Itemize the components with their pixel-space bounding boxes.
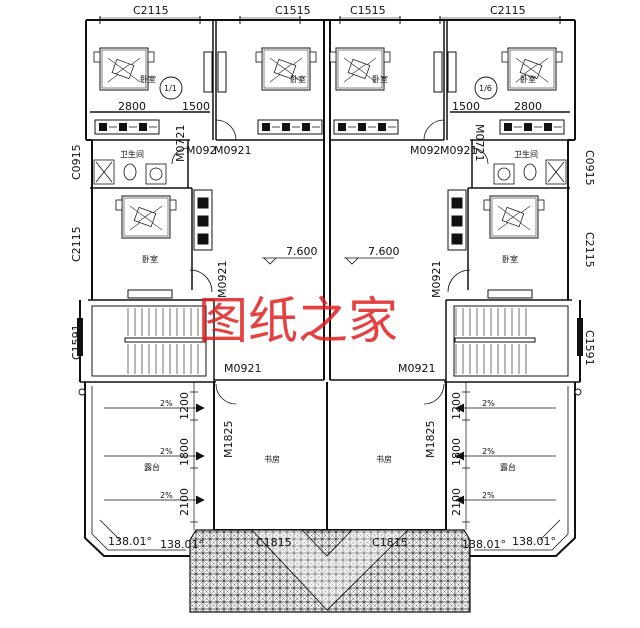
label-door-left-b: M0921 bbox=[214, 144, 252, 157]
room-study-right: 书房 bbox=[376, 454, 392, 464]
room-bedroom-mid-left: 卧室 bbox=[142, 254, 158, 264]
label-door-right-bath: M0721 bbox=[473, 124, 486, 162]
label-door-right-study: M0921 bbox=[398, 362, 436, 375]
wardrobe-top-mid-left bbox=[257, 119, 323, 135]
bed-top-mid-left bbox=[255, 47, 317, 91]
terrace-left bbox=[104, 382, 205, 530]
closet-right-vertical bbox=[447, 189, 467, 251]
elevation-labels: 7.600 7.600 bbox=[286, 245, 400, 258]
label-window-top-right: C2115 bbox=[490, 4, 526, 17]
label-door-left-study: M0921 bbox=[224, 362, 262, 375]
slope-left-3: 2% bbox=[160, 491, 173, 500]
dim-terrace-right-2: 1800 bbox=[450, 438, 463, 466]
label-window-bottom-right: C1815 bbox=[372, 536, 408, 549]
label-door-right-bed: M0921 bbox=[430, 261, 443, 299]
label-window-left-bath: C0915 bbox=[70, 144, 83, 180]
label-window-right-bed: C2115 bbox=[583, 232, 596, 268]
axis-label-left: 1/1 bbox=[164, 84, 177, 93]
label-window-top-mid-left: C1515 bbox=[275, 4, 311, 17]
label-door-left-bed: M0921 bbox=[216, 261, 229, 299]
room-bedroom-mid-right: 卧室 bbox=[502, 254, 518, 264]
elevation-markers bbox=[262, 257, 394, 265]
bed-mid-left bbox=[115, 195, 177, 239]
stair-treads bbox=[127, 308, 527, 374]
slope-right-3: 2% bbox=[482, 491, 495, 500]
label-window-left-stair: C1591 bbox=[70, 324, 83, 360]
watermark: 图纸之家 bbox=[198, 292, 398, 350]
dim-terrace-right-1: 1200 bbox=[450, 392, 463, 420]
label-door-right-a: M092 bbox=[410, 144, 441, 157]
dim-terrace-left-3: 2100 bbox=[178, 488, 191, 516]
label-door-right-b: M0921 bbox=[440, 144, 478, 157]
terrace-right bbox=[455, 382, 556, 530]
slope-right-2: 2% bbox=[482, 447, 495, 456]
room-terrace-left: 露台 bbox=[144, 462, 160, 472]
door-swings bbox=[171, 119, 489, 405]
elevation-left: 7.600 bbox=[286, 245, 318, 258]
entrance-porch bbox=[189, 529, 471, 613]
door-labels: M092 M0921 M092 M0921 M0721 M0721 M0921 … bbox=[174, 124, 486, 458]
terrace-bevel-detail bbox=[91, 386, 569, 551]
dim-top-right-width: 2800 bbox=[514, 100, 542, 113]
party-wall bbox=[323, 20, 331, 530]
room-bathroom-left: 卫生间 bbox=[120, 149, 144, 159]
label-door-left-terrace: M1825 bbox=[222, 421, 235, 459]
stair-right bbox=[453, 305, 569, 377]
window-labels: C2115 C1515 C1515 C2115 C0915 C0915 C211… bbox=[70, 4, 596, 549]
top-window-ticks bbox=[99, 16, 561, 24]
stair-left bbox=[91, 305, 207, 377]
slope-left-2: 2% bbox=[160, 447, 173, 456]
label-door-right-terrace: M1825 bbox=[424, 421, 437, 459]
dim-top-right-gap: 1500 bbox=[452, 100, 480, 113]
elevation-right: 7.600 bbox=[368, 245, 400, 258]
slope-right-1: 2% bbox=[482, 399, 495, 408]
axis-label-right: 1/6 bbox=[479, 84, 492, 93]
label-window-top-mid-right: C1515 bbox=[350, 4, 386, 17]
room-study-left: 书房 bbox=[264, 454, 280, 464]
label-window-right-bath: C0915 bbox=[583, 150, 596, 186]
room-terrace-right: 露台 bbox=[500, 462, 516, 472]
room-labels: 卧室 卧室 卧室 卧室 卫生间 卫生间 卧室 卧室 书房 书房 露台 露台 bbox=[120, 74, 538, 472]
angle-4: 138.01° bbox=[512, 535, 556, 548]
bathroom-fixtures-left bbox=[93, 159, 167, 185]
axis-markers bbox=[78, 76, 582, 396]
angle-labels: 138.01° 138.01° 138.01° 138.01° bbox=[108, 535, 556, 551]
room-bedroom-top-mid-right: 卧室 bbox=[372, 74, 388, 84]
label-window-top-left: C2115 bbox=[133, 4, 169, 17]
dim-top-left-width: 2800 bbox=[118, 100, 146, 113]
dim-terrace-left-2: 1800 bbox=[178, 438, 191, 466]
label-door-left-a: M092 bbox=[186, 144, 217, 157]
room-bedroom-top-mid-left: 卧室 bbox=[290, 74, 306, 84]
dim-top-left-gap: 1500 bbox=[182, 100, 210, 113]
closet-left-vertical bbox=[193, 189, 213, 251]
wardrobe-top-mid-right bbox=[333, 119, 399, 135]
closet-top-side-left bbox=[203, 51, 457, 93]
axis-labels: 1/1 1/6 bbox=[164, 84, 492, 93]
angle-3: 138.01° bbox=[462, 538, 506, 551]
bed-mid-right bbox=[483, 195, 545, 239]
wardrobe-top-left bbox=[94, 119, 160, 135]
stair-windows bbox=[77, 318, 583, 356]
desks bbox=[127, 289, 533, 299]
label-window-right-stair: C1591 bbox=[583, 330, 596, 366]
label-window-bottom-left: C1815 bbox=[256, 536, 292, 549]
slope-labels: 2% 2% 2% 2% 2% 2% bbox=[160, 399, 495, 500]
room-bedroom-top-right: 卧室 bbox=[520, 74, 536, 84]
dim-terrace-right-3: 2100 bbox=[450, 488, 463, 516]
angle-1: 138.01° bbox=[108, 535, 152, 548]
room-bathroom-right: 卫生间 bbox=[514, 149, 538, 159]
label-door-left-bath: M0721 bbox=[174, 125, 187, 163]
dim-terrace-left-1: 1200 bbox=[178, 392, 191, 420]
dimension-labels: 2800 1500 1500 2800 1200 1800 2100 1200 … bbox=[118, 100, 542, 516]
room-bedroom-top-left: 卧室 bbox=[140, 74, 156, 84]
label-window-left-bed: C2115 bbox=[70, 226, 83, 262]
wardrobe-top-right bbox=[499, 119, 565, 135]
angle-2: 138.01° bbox=[160, 538, 204, 551]
slope-left-1: 2% bbox=[160, 399, 173, 408]
bathroom-fixtures-right bbox=[493, 159, 567, 185]
